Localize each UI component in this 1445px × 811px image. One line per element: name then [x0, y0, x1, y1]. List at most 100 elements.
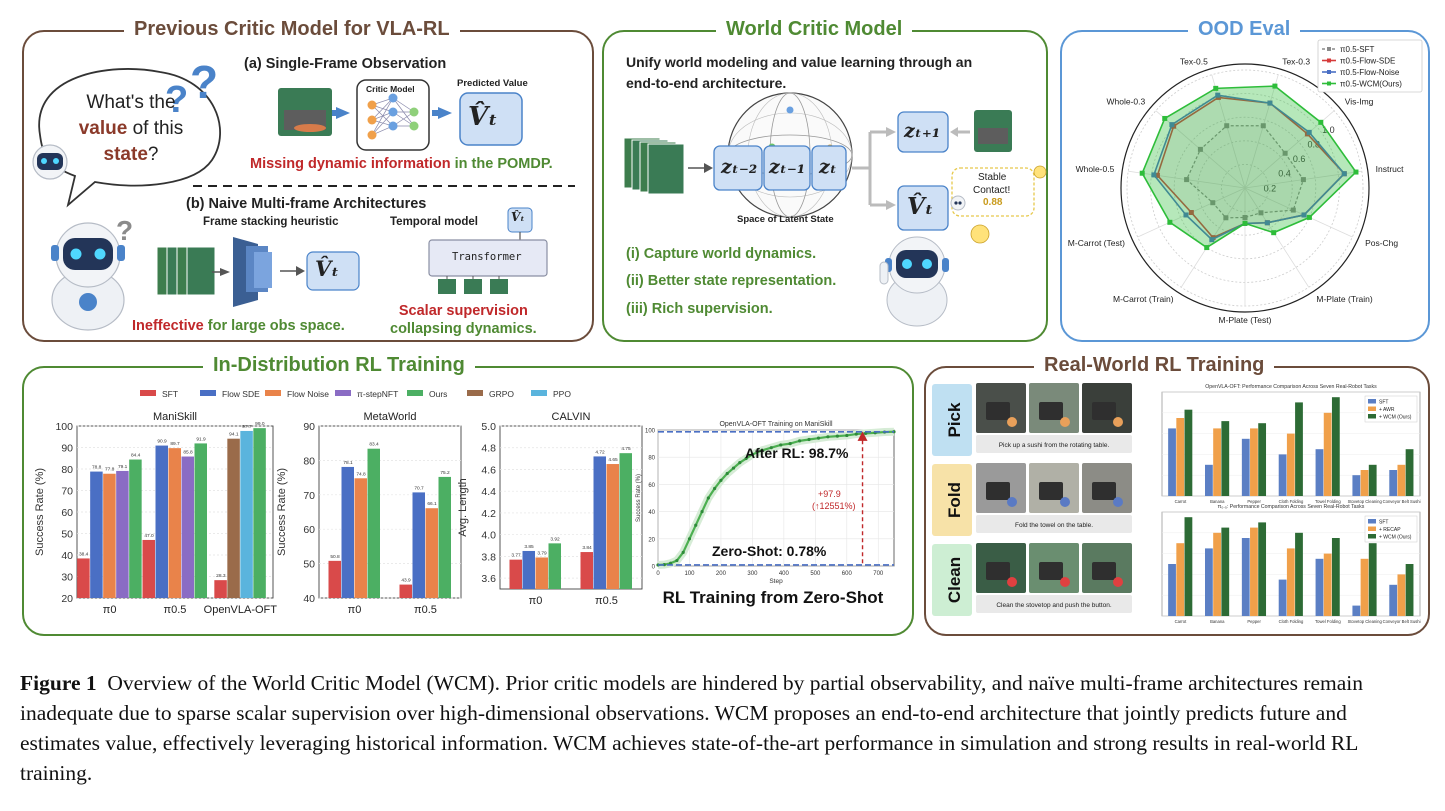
bar-value-label: 78.8: [92, 465, 102, 471]
task-caption: Pick up a sushi from the rotating table.: [999, 442, 1110, 449]
missing-dynamic-text: Missing dynamic information in the POMDP…: [250, 156, 553, 172]
line-point: [744, 456, 748, 461]
radar-ring-label: 1.0: [1322, 125, 1335, 135]
rw-bar: [1323, 412, 1332, 496]
rw-legend-swatch: [1368, 406, 1376, 411]
task-object: [1007, 497, 1017, 507]
radar-legend-marker: [1327, 70, 1331, 74]
line-x-tick: 600: [842, 571, 853, 577]
line-point: [719, 478, 723, 482]
rw-x-label: Banana: [1210, 619, 1225, 624]
radar-point: [1209, 237, 1215, 243]
critic-model-label: Critic Model: [366, 84, 415, 94]
temporal-vhat: V̂ₜ: [511, 210, 525, 224]
bubble-text: What's the value of this state?: [56, 90, 206, 168]
radar-legend-box: [1317, 39, 1423, 93]
task-name: Fold: [945, 482, 964, 518]
robot-arm-shape: [986, 482, 1010, 500]
task-name: Clean: [945, 557, 964, 603]
rw-legend-label: + WCM (Ours): [1379, 415, 1412, 421]
bar: [328, 560, 341, 598]
radar-axis-label: Instruct: [1376, 164, 1405, 174]
radar-point: [1301, 212, 1307, 218]
line-x-tick: 300: [747, 571, 758, 577]
bar: [509, 559, 522, 589]
radar-axis-label: Tex-0.5: [1180, 56, 1208, 66]
rw-legend-swatch: [1368, 414, 1376, 419]
legend-swatch: [200, 390, 216, 396]
radar-point: [1290, 207, 1296, 213]
rw-legend-swatch: [1368, 526, 1376, 531]
rw-bar: [1389, 470, 1398, 496]
y-tick-label: 3.8: [481, 551, 496, 563]
rw-chart-title: OpenVLA-OFT: Performance Comparison Acro…: [1205, 384, 1377, 390]
robot-arm-shape: [1039, 562, 1063, 580]
radar-ring-label: 0.6: [1293, 154, 1306, 164]
legend-swatch: [467, 390, 483, 396]
legend-label: PPO: [553, 389, 571, 399]
legend-label: π-stepNFT: [357, 389, 398, 399]
task-object: [1007, 577, 1017, 587]
rw-bar: [1352, 475, 1361, 496]
radar-point: [1167, 219, 1173, 225]
radar-point: [1183, 212, 1189, 218]
rw-bar: [1286, 548, 1295, 616]
rw-bar: [1331, 397, 1340, 496]
line-x-tick: 700: [873, 571, 884, 577]
y-tick-label: 4.8: [481, 443, 496, 455]
bubble-qmark: ?: [147, 144, 159, 165]
line-point: [826, 435, 830, 439]
line-point: [760, 448, 764, 452]
radar-axis-label: Whole-0.3: [1106, 97, 1145, 107]
robot-arm-shape: [1039, 402, 1063, 420]
rw-x-label: Stovetop Cleaning: [1348, 499, 1383, 504]
line-point: [681, 550, 685, 555]
line-point: [788, 442, 792, 446]
scalar-rest: collapsing dynamics.: [390, 321, 537, 337]
bar: [214, 580, 227, 598]
radar-legend-marker: [1327, 47, 1331, 51]
line-point: [675, 558, 679, 563]
radar-point: [1151, 172, 1157, 178]
bubble-line2: of this: [127, 118, 184, 139]
radar-point: [1188, 210, 1194, 216]
radar-legend-marker: [1327, 81, 1331, 86]
z-tm2: zₜ₋₂: [721, 156, 758, 178]
after-rl-label: After RL: 98.7%: [745, 445, 849, 461]
line-x-tick: 100: [684, 571, 695, 577]
line-point: [835, 434, 839, 438]
realworld-title: Real-World RL Training: [1034, 354, 1275, 377]
y-tick-label: 3.6: [481, 573, 496, 585]
radar-point: [1267, 100, 1273, 106]
bar: [227, 438, 240, 598]
line-point: [864, 431, 868, 435]
svg-text:?: ?: [165, 79, 188, 121]
rw-bar: [1176, 418, 1185, 496]
ood-eval-title: OOD Eval: [1188, 18, 1301, 41]
task-object: [1113, 497, 1123, 507]
bar: [77, 558, 90, 598]
bubble-value-word: value: [78, 118, 128, 139]
bar-value-label: 47.0: [144, 533, 154, 539]
radar-ring-label: 0.2: [1264, 183, 1277, 193]
radar-legend-label: π0.5-Flow-Noise: [1340, 68, 1400, 77]
bar: [438, 476, 451, 598]
line-point: [694, 523, 698, 527]
bar: [399, 584, 412, 598]
rw-bar: [1205, 464, 1213, 496]
rw-bar: [1368, 543, 1377, 616]
bar: [412, 492, 425, 598]
radar-point: [1264, 220, 1270, 226]
radar-point: [1306, 129, 1312, 135]
legend-swatch: [407, 390, 423, 396]
radar-series-area: [1141, 85, 1358, 249]
previous-critic-title: Previous Critic Model for VLA-RL: [124, 18, 460, 41]
ineffective-text: Ineffective for large obs space.: [132, 318, 345, 334]
rw-chart-title: π₀.₅: Performance Comparison Across Seve…: [1218, 504, 1365, 510]
rw-bar: [1250, 527, 1258, 616]
rw-bar: [1295, 532, 1303, 616]
rw-x-label: Cloth Folding: [1279, 499, 1304, 504]
